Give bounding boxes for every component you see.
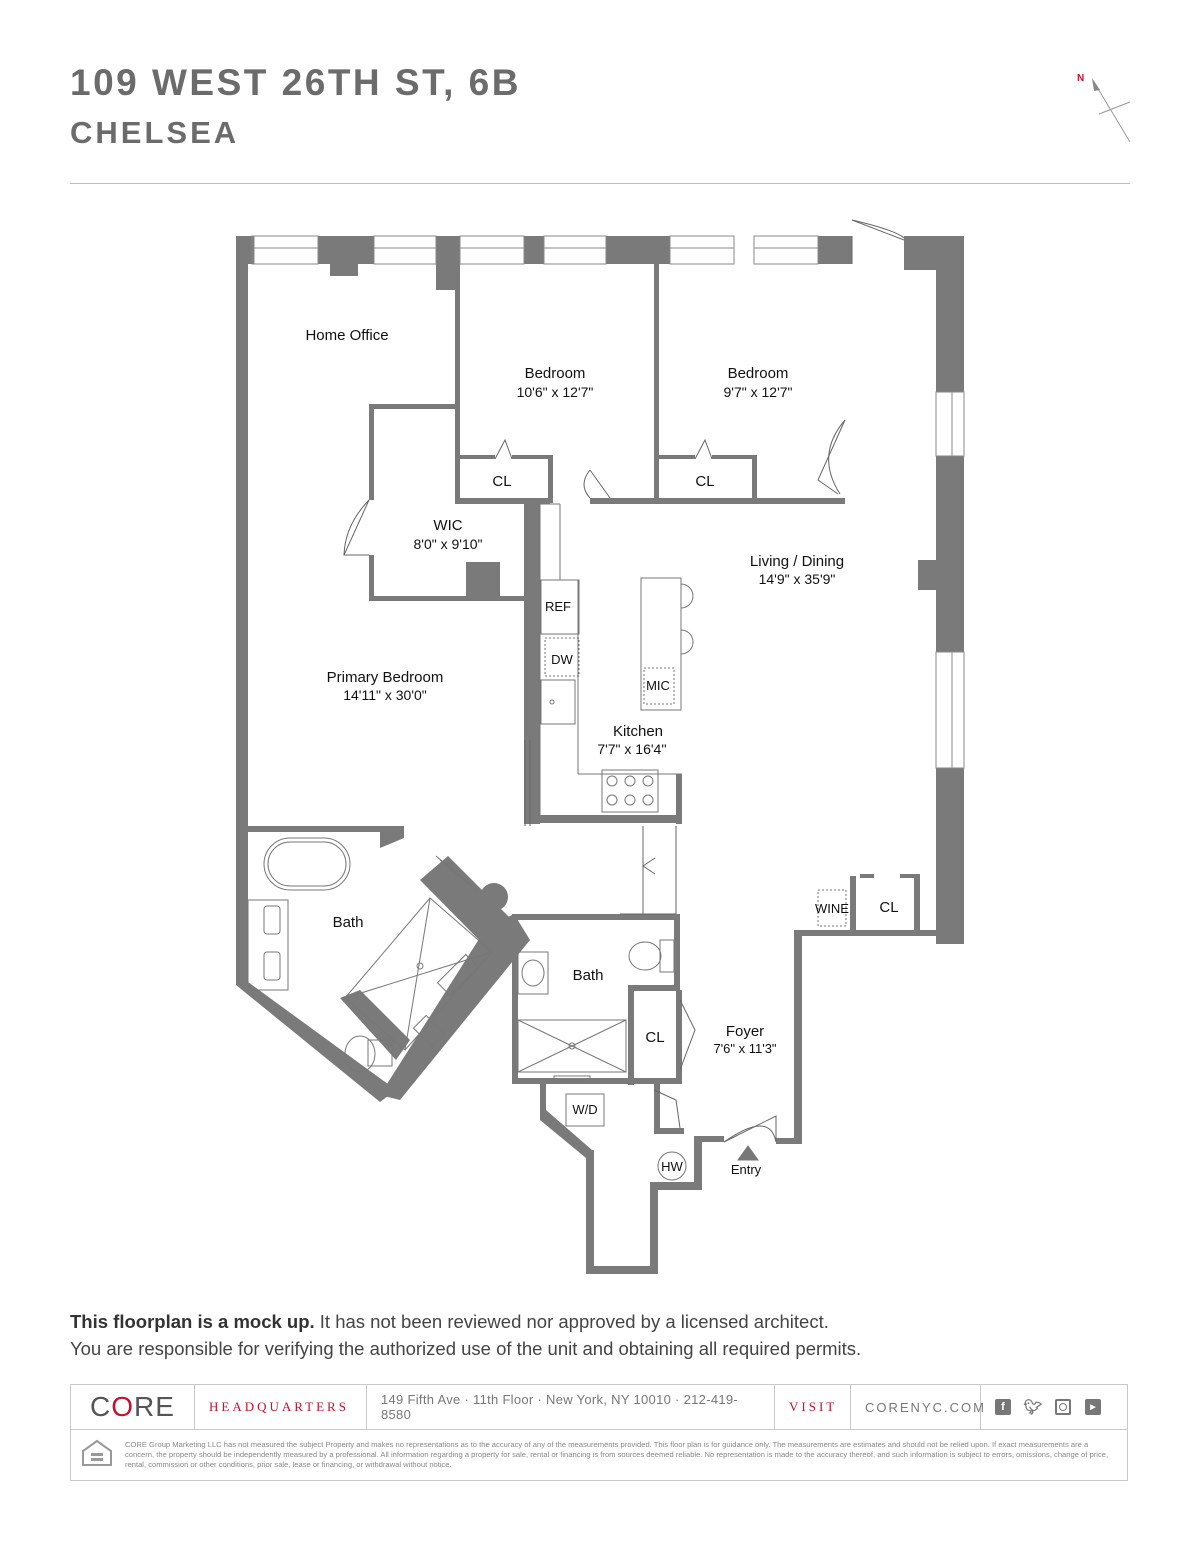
label-refrigerator: REF bbox=[545, 599, 571, 614]
label-washer-dryer: W/D bbox=[572, 1102, 597, 1117]
room-bath-hall: Bath bbox=[573, 967, 604, 984]
room-foyer: Foyer bbox=[726, 1023, 764, 1040]
label-entry: Entry bbox=[731, 1162, 762, 1177]
doors bbox=[343, 219, 905, 1143]
room-bedroom-2-dimensions: 9'7" x 12'7" bbox=[724, 384, 793, 400]
youtube-icon[interactable]: ▶ bbox=[1085, 1399, 1101, 1415]
label-microwave: MIC bbox=[646, 678, 670, 693]
visit-label: VISIT bbox=[775, 1385, 851, 1429]
equal-housing-icon bbox=[82, 1439, 112, 1466]
website-link[interactable]: CORENYC.COM bbox=[851, 1385, 984, 1429]
room-kitchen: Kitchen bbox=[613, 723, 663, 740]
compass-icon: N bbox=[1077, 73, 1131, 143]
neighborhood: CHELSEA bbox=[70, 115, 240, 150]
office-address: 149 Fifth Ave · 11th Floor · New York, N… bbox=[367, 1385, 775, 1429]
room-labels: Home Office Bedroom 10'6" x 12'7" Bedroo… bbox=[305, 327, 898, 1177]
headquarters-label: HEADQUARTERS bbox=[195, 1385, 367, 1429]
disclaimer-line-1-rest: It has not been reviewed nor approved by… bbox=[314, 1311, 829, 1332]
logo-re: RE bbox=[134, 1391, 175, 1422]
room-living-dining: Living / Dining bbox=[750, 553, 844, 570]
header-divider bbox=[70, 183, 1130, 184]
facebook-icon[interactable]: f bbox=[995, 1399, 1011, 1415]
social-links: f 🐦︎ ▶ bbox=[981, 1399, 1115, 1416]
instagram-icon[interactable] bbox=[1055, 1399, 1071, 1415]
fixtures bbox=[247, 503, 847, 1181]
disclaimer-line-1: This floorplan is a mock up. It has not … bbox=[70, 1308, 861, 1335]
walls bbox=[236, 236, 964, 1274]
logo-o: O bbox=[111, 1391, 135, 1422]
twitter-icon[interactable]: 🐦︎ bbox=[1023, 1399, 1043, 1416]
label-hot-water: HW bbox=[661, 1159, 683, 1174]
room-bath-primary: Bath bbox=[333, 914, 364, 931]
windows bbox=[251, 235, 965, 769]
room-primary-bedroom-dimensions: 14'11" x 30'0" bbox=[343, 687, 427, 703]
legal-notice: CORE Group Marketing LLC has not measure… bbox=[125, 1440, 1109, 1469]
room-bedroom-2: Bedroom bbox=[728, 365, 789, 382]
label-dishwasher: DW bbox=[551, 652, 573, 667]
room-wic-dimensions: 8'0" x 9'10" bbox=[414, 536, 483, 552]
label-wine: WINE bbox=[815, 901, 849, 916]
room-foyer-dimensions: 7'6" x 11'3" bbox=[713, 1041, 776, 1056]
room-primary-bedroom: Primary Bedroom bbox=[327, 669, 444, 686]
disclaimer: This floorplan is a mock up. It has not … bbox=[70, 1308, 861, 1362]
room-closet-2: CL bbox=[695, 473, 714, 490]
listing-address: 109 WEST 26TH ST, 6B bbox=[70, 62, 521, 103]
room-bedroom-1-dimensions: 10'6" x 12'7" bbox=[517, 384, 594, 400]
room-bedroom-1: Bedroom bbox=[525, 365, 586, 382]
room-closet-1: CL bbox=[492, 473, 511, 490]
disclaimer-bold: This floorplan is a mock up. bbox=[70, 1311, 315, 1332]
room-home-office: Home Office bbox=[305, 327, 388, 344]
room-kitchen-dimensions: 7'7" x 16'4'' bbox=[597, 741, 666, 757]
room-living-dining-dimensions: 14'9" x 35'9" bbox=[759, 571, 836, 587]
room-closet-4: CL bbox=[645, 1029, 664, 1046]
room-closet-3: CL bbox=[879, 899, 898, 916]
logo-c: C bbox=[90, 1391, 112, 1422]
disclaimer-line-2: You are responsible for verifying the au… bbox=[70, 1338, 862, 1359]
compass-north-label: N bbox=[1077, 73, 1084, 84]
room-wic: WIC bbox=[433, 517, 462, 534]
